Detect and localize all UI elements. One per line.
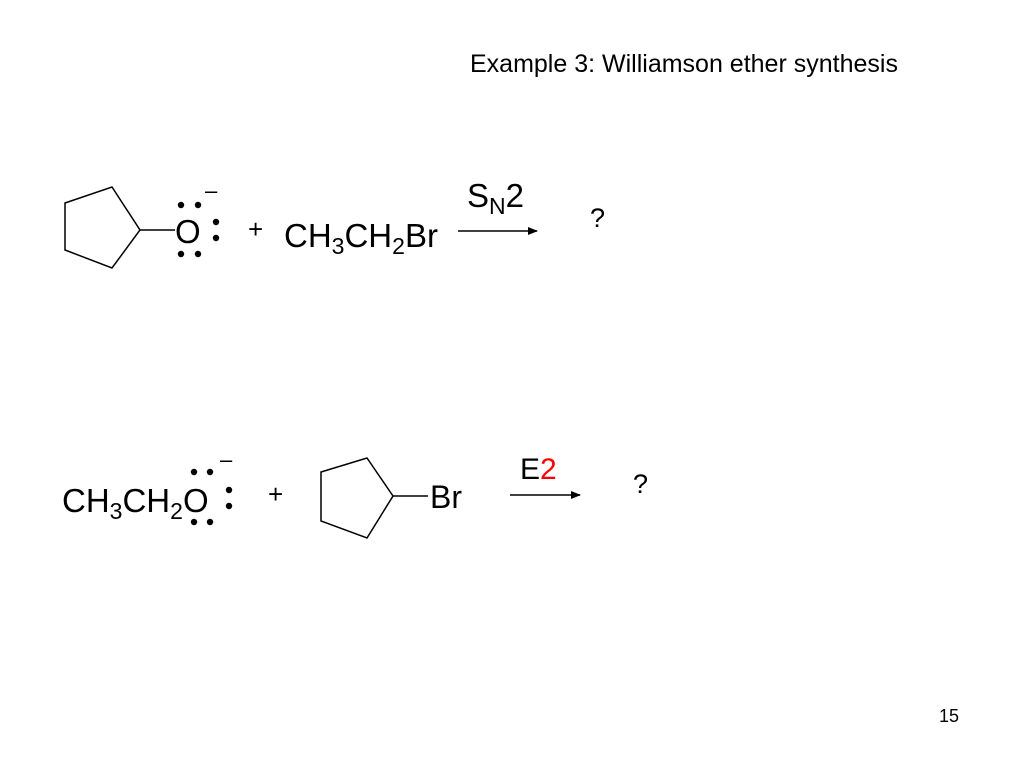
oxygen-atom-1: O bbox=[175, 213, 201, 250]
negative-charge-2: – bbox=[220, 447, 233, 472]
plus-sign-2: + bbox=[268, 479, 284, 509]
ethoxide-formula: CH3CH2O bbox=[62, 482, 209, 524]
lone-pair-dots-2 bbox=[190, 468, 233, 526]
cyclopentane-ring-1 bbox=[64, 186, 141, 269]
product-unknown-1: ? bbox=[590, 203, 606, 233]
ethyl-bromide-formula: CH3CH2Br bbox=[284, 217, 438, 259]
reaction-condition-e2: E2 bbox=[520, 453, 557, 486]
plus-sign-1: + bbox=[248, 214, 264, 244]
cyclopentane-ring-2 bbox=[320, 457, 394, 539]
lone-pair-dots-1 bbox=[177, 201, 220, 258]
bromine-atom: Br bbox=[430, 479, 462, 515]
slide-title: Example 3: Williamson ether synthesis bbox=[470, 50, 898, 78]
reaction-condition-sn2: SN2 bbox=[467, 177, 524, 219]
negative-charge-1: – bbox=[205, 178, 218, 203]
product-unknown-2: ? bbox=[633, 469, 649, 499]
page-number: 15 bbox=[939, 706, 960, 726]
e2-number-highlight: 2 bbox=[540, 453, 557, 486]
